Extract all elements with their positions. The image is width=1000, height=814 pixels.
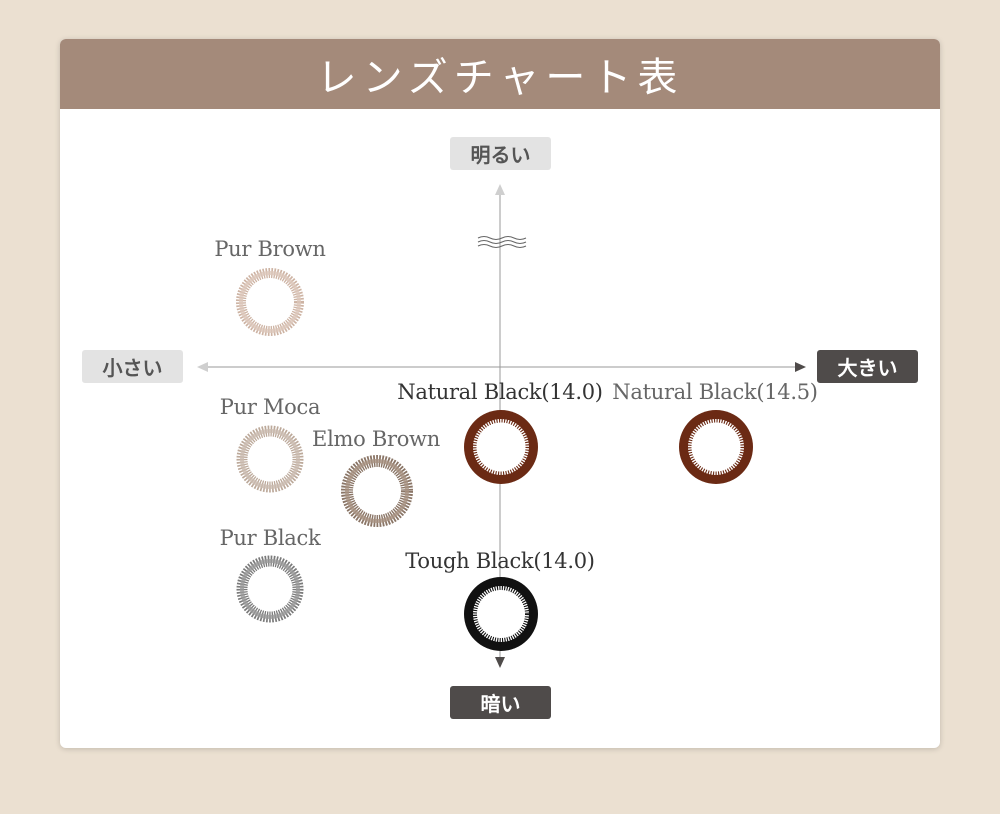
axis-label-large: 大きい <box>817 350 918 383</box>
axis-break-icon <box>477 236 527 248</box>
lens-label-elmo-brown: Elmo Brown <box>312 427 440 451</box>
arrow-right-icon <box>795 362 806 372</box>
lens-label-natural-black-14-5: Natural Black(14.5) <box>612 380 818 404</box>
lens-label-pur-moca: Pur Moca <box>219 395 321 419</box>
axis-label-bright: 明るい <box>450 137 551 170</box>
axis-label-small: 小さい <box>82 350 183 383</box>
lens-pur-brown-icon <box>236 268 304 336</box>
arrow-down-icon <box>495 657 505 668</box>
arrow-up-icon <box>495 184 505 195</box>
lens-label-pur-brown: Pur Brown <box>214 237 326 261</box>
lens-label-pur-black: Pur Black <box>219 526 321 550</box>
chart-title: レンズチャート表 <box>60 39 940 109</box>
axis-label-dark: 暗い <box>450 686 551 719</box>
lens-natural-black-14-5-icon <box>679 410 753 484</box>
lens-label-tough-black-14-0: Tough Black(14.0) <box>405 549 595 573</box>
lens-pur-black-icon <box>236 555 304 623</box>
arrow-left-icon <box>197 362 208 372</box>
lens-label-natural-black-14-0: Natural Black(14.0) <box>397 380 603 404</box>
lens-tough-black-14-0-icon <box>464 577 538 651</box>
lens-natural-black-14-0-icon <box>464 410 538 484</box>
lens-chart-card: レンズチャート表 明るい 暗い 小さい 大きい Pur Brown Pur Mo… <box>60 39 940 748</box>
lens-pur-moca-icon <box>236 425 304 493</box>
lens-elmo-brown-icon <box>341 455 413 527</box>
